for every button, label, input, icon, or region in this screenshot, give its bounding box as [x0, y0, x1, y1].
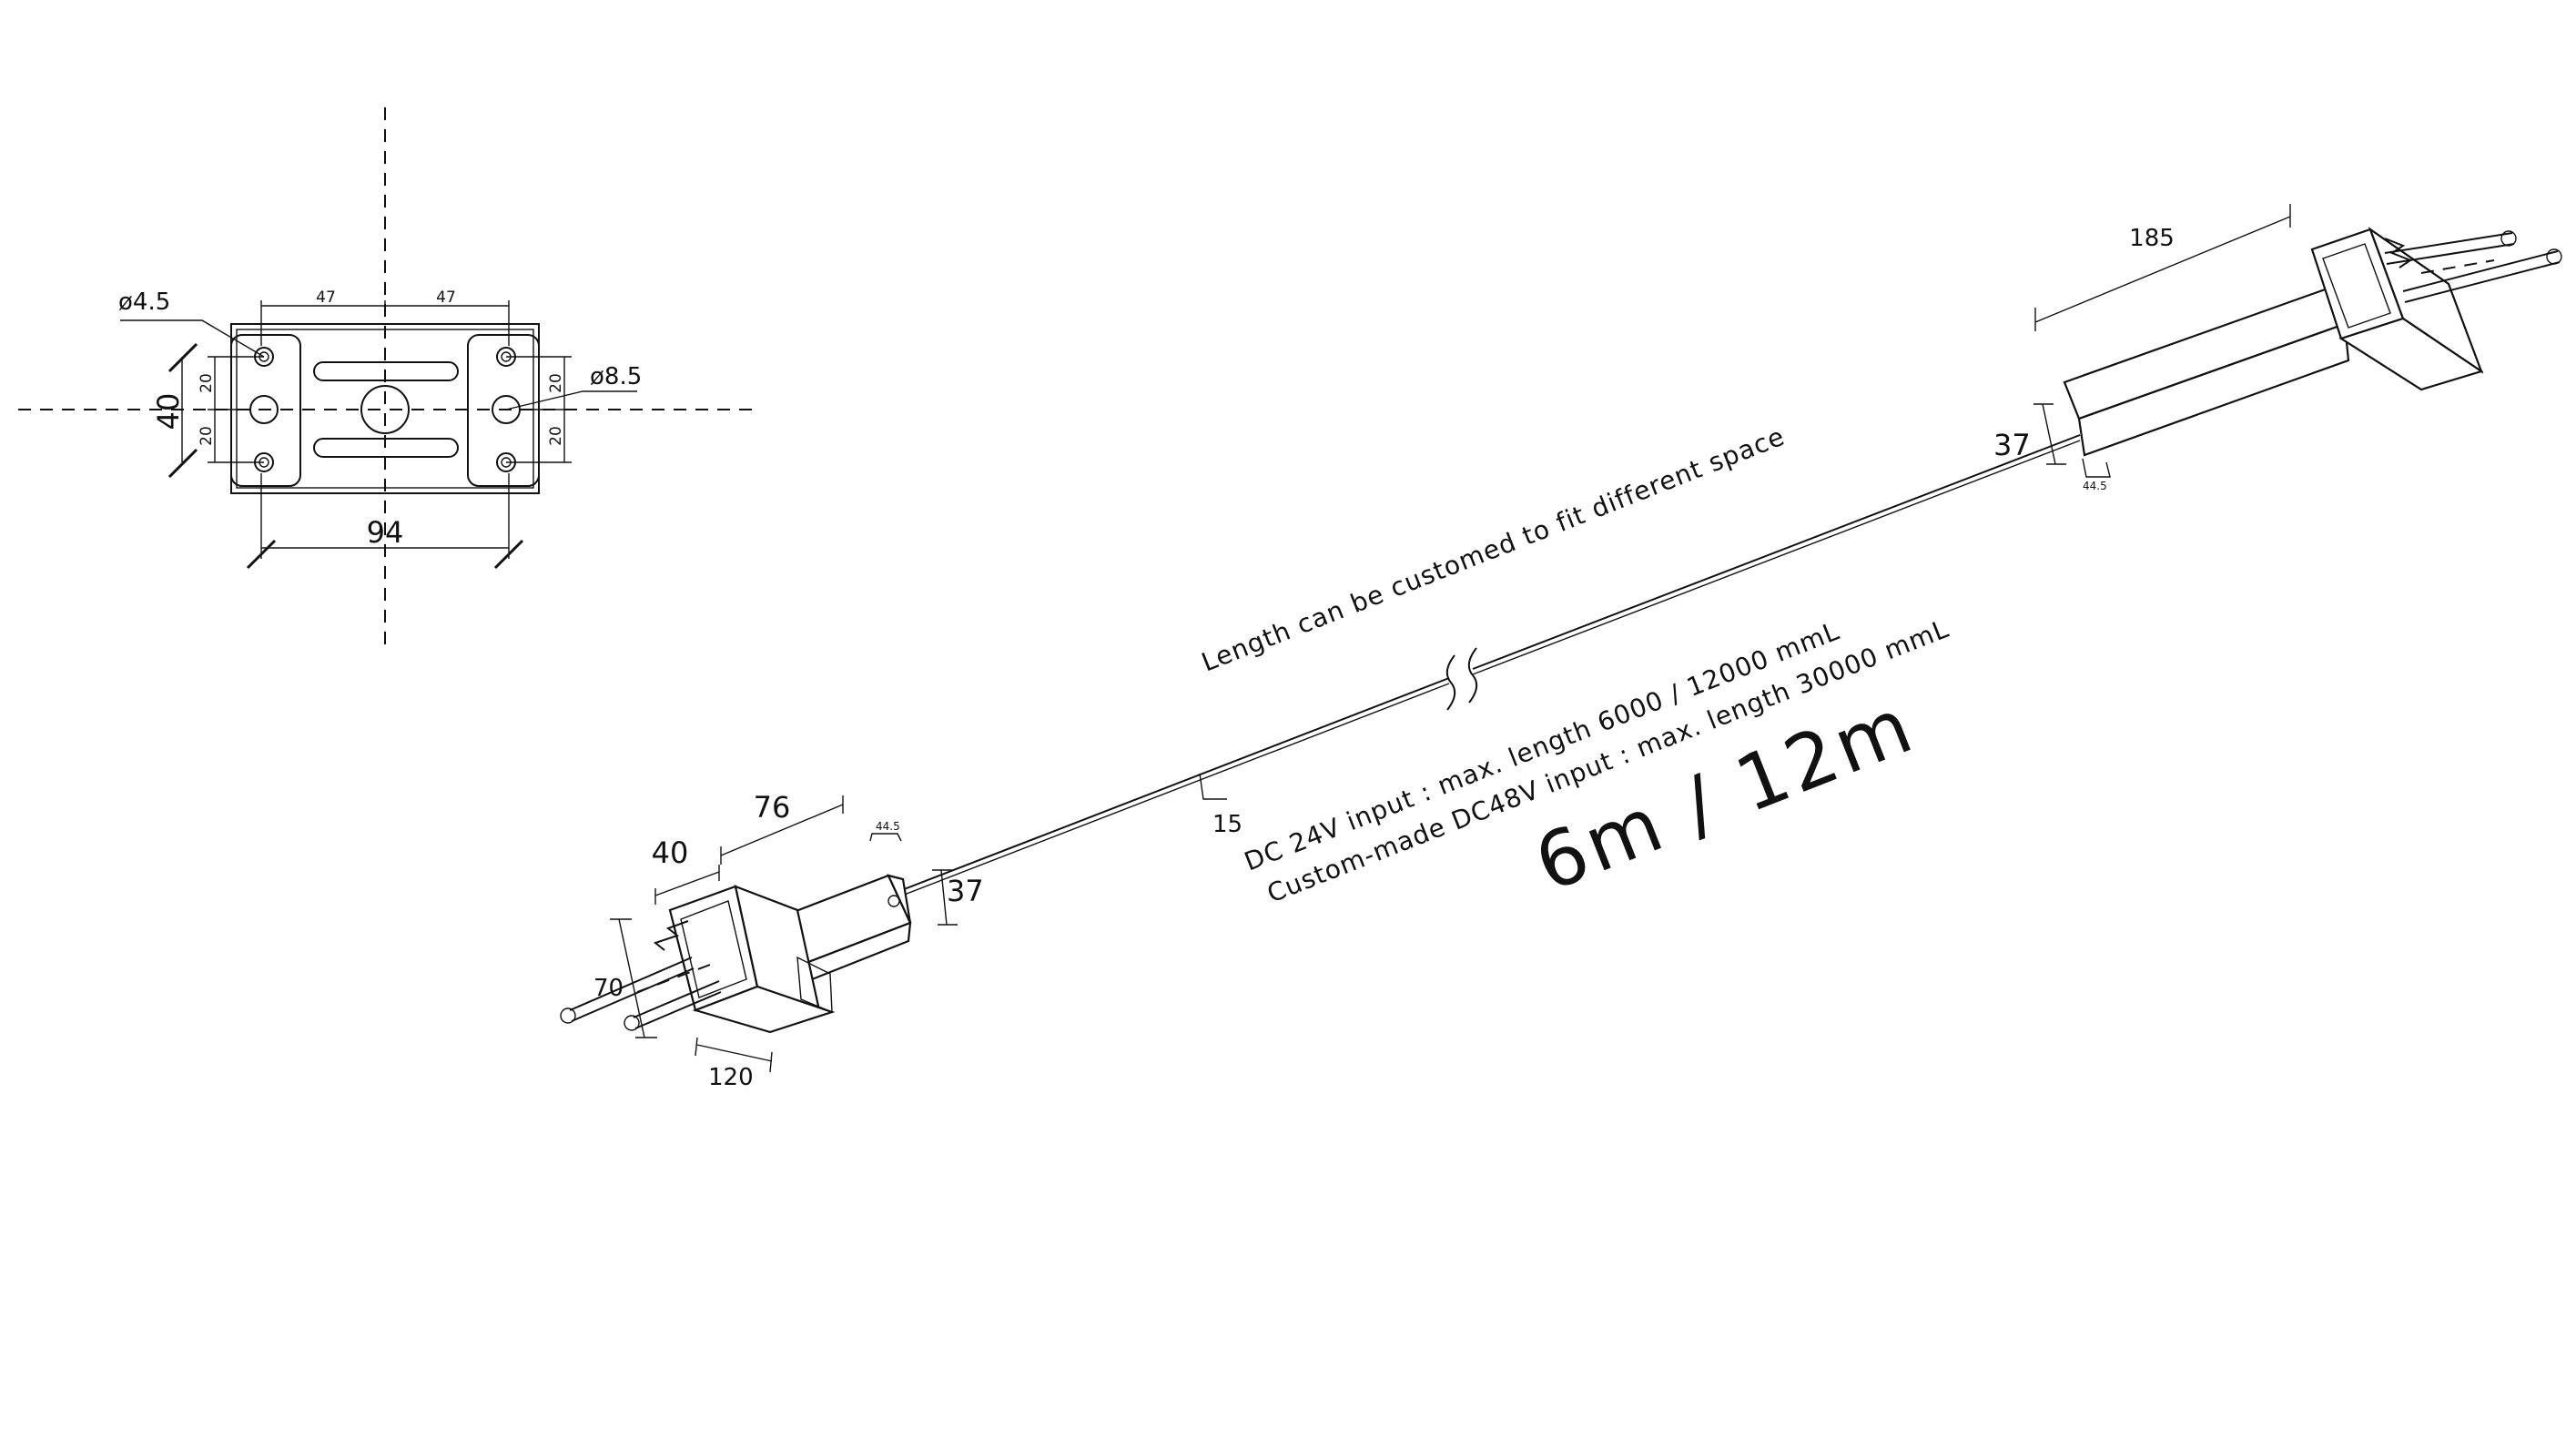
- dim-phi-4-5: ø4.5: [118, 289, 170, 316]
- dim-70: 70: [593, 975, 624, 1002]
- upper-canopy-inset: [2322, 243, 2391, 329]
- dim-20-right-top: 20: [547, 373, 565, 393]
- cable-segment-lower: [877, 677, 1450, 900]
- upper-screw-hidden: [2420, 259, 2495, 274]
- cable-segment-lower-edge: [877, 683, 1450, 906]
- upper-screw-2: [2402, 250, 2559, 292]
- upper-screw-2-edge: [2404, 261, 2561, 303]
- dim-40-left: 40: [652, 835, 689, 870]
- tick: [246, 539, 277, 570]
- lower-anchor: [653, 920, 689, 951]
- dim-44-5-right: 44.5: [2083, 480, 2107, 492]
- dim-120: 120: [708, 1064, 754, 1091]
- plan-view: 47 47 ø4.5 ø8.5 40 20 20 20 20 94: [18, 107, 756, 651]
- lower-screw-2: [633, 980, 720, 1018]
- bracket-inner-outline: [236, 329, 534, 489]
- upper-slot: [313, 361, 459, 381]
- lower-canopy-inset: [680, 900, 747, 998]
- dim-20-left-bottom: 20: [198, 426, 216, 446]
- upper-screw-1-edge: [2386, 243, 2515, 265]
- tick: [493, 539, 524, 570]
- lower-ceiling-unit: 40 76 44.5 37 70 120: [560, 790, 984, 1091]
- dim-line-185: [2034, 216, 2291, 323]
- dim-37-left: 37: [947, 874, 984, 908]
- dim-line-120: [696, 1044, 773, 1062]
- dim-185: 185: [2129, 225, 2175, 252]
- cable-segment-upper-edge: [1472, 440, 2081, 675]
- dim-15: 15: [1212, 811, 1242, 838]
- break-symbol-b: [1467, 647, 1478, 704]
- ext-line: [695, 1037, 698, 1057]
- cable-grip: [887, 895, 900, 907]
- dim-line-44-5-right: [2082, 458, 2111, 478]
- dim-20-right-bottom: 20: [547, 426, 565, 446]
- right-end-plate: [467, 334, 540, 487]
- dim-line-37-left: [940, 869, 948, 926]
- cable-segment-upper: [1472, 434, 2081, 670]
- dim-76: 76: [754, 790, 791, 825]
- lower-screw-1-head: [560, 1008, 576, 1024]
- dim-40-plan: 40: [151, 393, 186, 430]
- dim-94: 94: [367, 515, 404, 550]
- break-symbol-a: [1445, 654, 1456, 711]
- lower-canopy-notch: [796, 956, 833, 1014]
- lower-screw-2-head: [624, 1015, 640, 1031]
- notes: Length can be customed to fit different …: [1197, 421, 1952, 909]
- upper-screw-2-head: [2546, 248, 2562, 265]
- upper-screw-1-head: [2500, 230, 2517, 247]
- lower-screw-1-edge: [571, 967, 695, 1022]
- upper-anchor: [2384, 238, 2413, 268]
- note-length-custom: Length can be customed to fit different …: [1197, 421, 1789, 678]
- lower-slot: [313, 438, 459, 458]
- tick: [167, 448, 198, 479]
- upper-canopy-bottom: [2338, 317, 2484, 391]
- suspension-cable: 15: [877, 434, 2081, 906]
- leader-phi-small: [120, 319, 265, 358]
- dim-37-right: 37: [1993, 428, 2031, 462]
- ext-line: [769, 1051, 773, 1073]
- dim-line-76: [720, 804, 844, 856]
- upper-ceiling-unit: 185 37 44.5: [1993, 204, 2562, 492]
- dim-44-5-left: 44.5: [876, 820, 900, 833]
- dim-47-right: 47: [436, 289, 456, 307]
- dim-line-44-5-left: [869, 833, 902, 842]
- dim-20-left-top: 20: [198, 373, 216, 393]
- dim-phi-8-5: ø8.5: [590, 363, 642, 390]
- dim-line-40-left: [654, 871, 720, 896]
- tick: [167, 342, 198, 373]
- lower-screw-1: [569, 957, 693, 1011]
- leader-15: [1199, 773, 1227, 800]
- dim-line-70: [618, 918, 645, 1038]
- leader-phi-large: [505, 390, 637, 410]
- left-end-plate: [230, 334, 301, 487]
- center-hole: [360, 385, 410, 434]
- lower-screw-2-edge: [634, 991, 722, 1029]
- upper-housing-side: [2077, 322, 2350, 457]
- upper-screw-1: [2384, 232, 2513, 254]
- dim-line-37-right: [2042, 403, 2056, 465]
- dim-47-left: 47: [316, 289, 336, 307]
